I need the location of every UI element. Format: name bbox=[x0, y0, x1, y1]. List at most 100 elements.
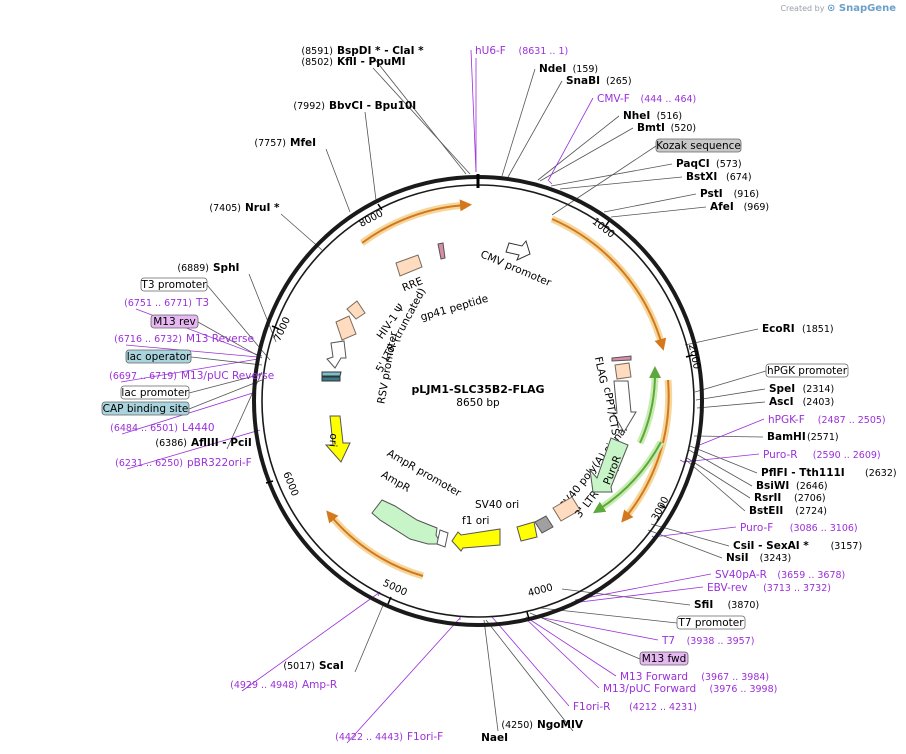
rre-box bbox=[395, 254, 423, 277]
primer-leader-puro-f bbox=[652, 526, 737, 538]
feature-label-gp41-peptide: gp41 peptide bbox=[419, 293, 490, 324]
enzyme-name: AflIII - PciI bbox=[191, 437, 252, 449]
enzyme-site-naei: NaeI bbox=[481, 732, 508, 744]
primer-leader-m13-reverse bbox=[125, 344, 259, 358]
primer-name: Puro-F bbox=[740, 522, 773, 534]
enzyme-site-csii-sexai: CsiI - SexAI *(3157) bbox=[733, 540, 862, 552]
lac-operator-box bbox=[321, 371, 342, 377]
flag-box bbox=[614, 362, 632, 380]
feature-box-text: CAP binding site bbox=[103, 403, 189, 415]
enzyme-leader-nsii bbox=[647, 529, 723, 559]
enzyme-name: SnaBI bbox=[566, 75, 600, 87]
primer-l4440: (6484 .. 6501)L4440 bbox=[110, 422, 214, 434]
enzyme-position: (3243) bbox=[760, 553, 792, 564]
primer-leader-m13-puc-reverse bbox=[120, 358, 259, 383]
feature-box-hpgk-promoter: hPGK promoter bbox=[765, 363, 849, 378]
enzyme-position: (573) bbox=[716, 159, 742, 170]
primer-position: (6716 .. 6732) bbox=[114, 334, 182, 345]
feature-box-bg bbox=[125, 349, 192, 364]
primer-name: M13 Forward bbox=[620, 671, 688, 683]
enzyme-site-ecori: EcoRI(1851) bbox=[762, 323, 834, 335]
primer-leader-cmv-f bbox=[547, 97, 594, 182]
enzyme-position: (3870) bbox=[728, 600, 760, 611]
primer-leader-hpgk-f bbox=[696, 418, 765, 447]
primer-position: (6231 .. 6250) bbox=[115, 458, 183, 469]
enzyme-site-scai: (5017)ScaI bbox=[283, 660, 343, 672]
enzyme-position: (516) bbox=[657, 111, 683, 122]
feature-label-ampr: AmpR bbox=[379, 469, 412, 495]
enzyme-leader-bamhi bbox=[693, 435, 764, 438]
enzyme-site-nsii: NsiI (3243) bbox=[726, 552, 791, 564]
enzyme-name: NheI bbox=[623, 110, 650, 122]
ltr5-box bbox=[335, 315, 357, 341]
primer-amp-r: (4929 .. 4948)Amp-R bbox=[230, 679, 337, 691]
primer-position: (3659 .. 3678) bbox=[777, 570, 845, 581]
feature-label-sv40-ori: SV40 ori bbox=[475, 499, 519, 511]
cppt-cts-arrow bbox=[612, 380, 637, 433]
enzyme-leader-mfei bbox=[325, 148, 351, 213]
feature-box-bg bbox=[676, 615, 746, 630]
enzyme-name: BamHI bbox=[767, 431, 806, 443]
enzyme-leader-bmti bbox=[539, 127, 634, 182]
enzyme-site-snabi: SnaBI(265) bbox=[566, 75, 632, 87]
enzyme-leader-spei bbox=[695, 388, 766, 401]
enzyme-position: (674) bbox=[726, 172, 752, 183]
enzyme-name: KflI - PpuMI bbox=[337, 56, 406, 68]
enzyme-name: PstI bbox=[700, 188, 723, 200]
tick-mark-6000 bbox=[265, 480, 274, 484]
primer-puro-f: Puro-F (3086 .. 3106) bbox=[740, 522, 858, 534]
feature-box-leader-lac-promoter bbox=[188, 373, 263, 394]
enzyme-site-nrui: (7405)NruI * bbox=[209, 202, 280, 214]
enzyme-site-bstxi: BstXI(674) bbox=[686, 171, 752, 183]
enzyme-position: (2632) bbox=[865, 468, 897, 479]
feature-box-leader-hpgk-promoter bbox=[694, 370, 767, 393]
sv40-ori-box bbox=[516, 521, 538, 542]
enzyme-name: NsiI bbox=[726, 552, 749, 564]
enzyme-name: NaeI bbox=[481, 732, 508, 744]
feature-box-bg bbox=[765, 363, 849, 378]
primer-m13-forward: M13 Forward (3967 .. 3984) bbox=[620, 671, 769, 683]
feature-box-lac-promoter: lac promoter bbox=[120, 385, 190, 400]
ampr-promoter-box bbox=[436, 529, 449, 548]
f1-ori-arrow bbox=[451, 528, 501, 552]
enzyme-leader-nrui bbox=[280, 213, 323, 251]
sv40-polya-box bbox=[534, 515, 554, 534]
primer-position: (3713 .. 3732) bbox=[763, 583, 831, 594]
feature-label-flag: FLAG bbox=[592, 356, 609, 385]
primer-puro-r: Puro-R(2590 .. 2609) bbox=[763, 449, 881, 461]
feature-box-m13-rev: M13 rev bbox=[150, 314, 199, 329]
enzyme-leader-bspdi-clai bbox=[372, 56, 467, 175]
primer-position: (2487 .. 2505) bbox=[818, 415, 886, 426]
enzyme-position: (916) bbox=[734, 189, 760, 200]
enzyme-name: AfeI bbox=[710, 201, 734, 213]
enzyme-leader-psti bbox=[603, 193, 697, 213]
enzyme-position: (3157) bbox=[831, 541, 863, 552]
enzyme-site-spei: SpeI(2314) bbox=[769, 383, 834, 395]
primer-position: (444 .. 464) bbox=[641, 94, 697, 105]
puror-arc-outer bbox=[592, 441, 662, 514]
ltr3-box bbox=[552, 496, 581, 522]
primer-name: EBV-rev bbox=[707, 582, 748, 594]
enzyme-position: (2706) bbox=[794, 493, 826, 504]
puror-arc-inner bbox=[639, 366, 662, 444]
primer-position: (3086 .. 3106) bbox=[790, 523, 858, 534]
primer-position: (2590 .. 2609) bbox=[813, 450, 881, 461]
feature-box-text: T7 promoter bbox=[677, 617, 744, 629]
primer-leader-m13-forward bbox=[525, 616, 617, 677]
feature-box-text: M13 fwd bbox=[642, 653, 687, 665]
feature-box-text: Kozak sequence bbox=[656, 140, 741, 152]
primer-name: T3 bbox=[195, 297, 209, 309]
enzyme-position: (2314) bbox=[803, 384, 835, 395]
primer-site-mark-4 bbox=[679, 459, 685, 463]
primer-name: F1ori-F bbox=[407, 731, 443, 743]
enzyme-site-sfii: SfiI(3870) bbox=[694, 599, 759, 611]
enzyme-position: (1851) bbox=[802, 324, 834, 335]
feature-box-leader-m13-rev bbox=[197, 321, 263, 359]
feature-box-text: hPGK promoter bbox=[767, 365, 848, 377]
tick-mark-3000 bbox=[659, 504, 667, 509]
cmv-promoter-arrow bbox=[505, 239, 531, 261]
feature-box-text: M13 rev bbox=[153, 316, 196, 328]
primer-leader-t7 bbox=[532, 615, 659, 641]
primer-position: (3967 .. 3984) bbox=[701, 672, 769, 683]
feature-box-m13-fwd: M13 fwd bbox=[639, 651, 689, 666]
